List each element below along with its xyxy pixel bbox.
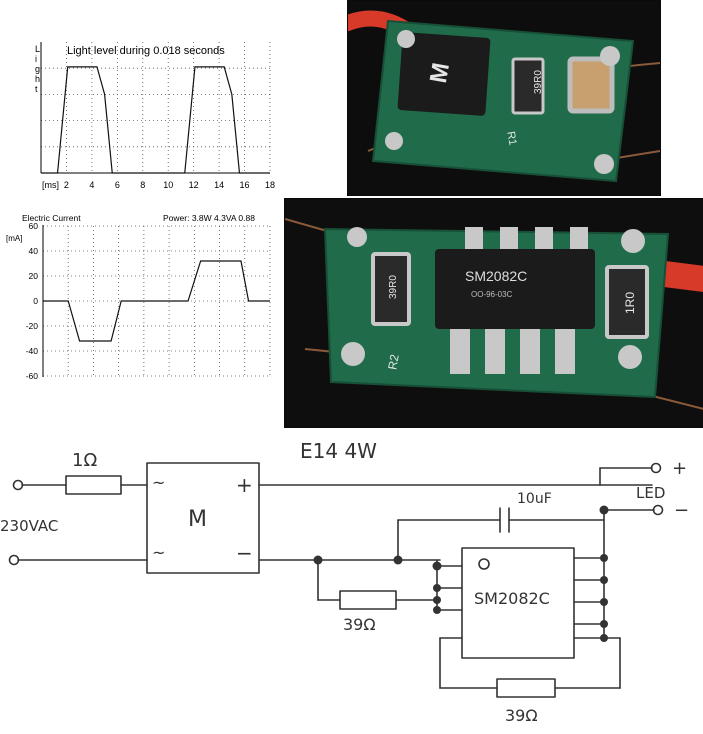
junction-dots: [313, 505, 609, 642]
ic-pin1-marker: [478, 558, 490, 570]
source-label: 230VAC: [0, 517, 58, 535]
current-y-tick-label: 60: [29, 221, 39, 231]
light-x-tick-label: 18: [265, 180, 275, 190]
ic-chip-sub: OO-96-03C: [471, 290, 513, 299]
current-y-tick-label: -60: [26, 371, 39, 381]
light-x-tick-label: 8: [140, 180, 145, 190]
solder-pad: [621, 229, 645, 253]
sense-resistor-1-label: 39Ω: [343, 615, 376, 634]
resistor-r2-code: 39R0: [388, 275, 399, 299]
sense-resistor-1: [339, 590, 397, 610]
bridge-ac2-label: ~: [152, 543, 165, 562]
ic-chip-text: SM2082C: [465, 268, 527, 284]
light-x-tick-label: 6: [115, 180, 120, 190]
light-x-tick-label: 16: [240, 180, 250, 190]
input-resistor-label: 1Ω: [72, 450, 97, 471]
led-minus-terminal: [652, 504, 664, 516]
ic-pins-bottom: [450, 319, 575, 374]
led-plus-label: +: [672, 458, 687, 479]
light-y-label-letter: t: [35, 84, 38, 94]
light-x-unit: [ms]: [42, 180, 59, 190]
solder-pad: [594, 154, 614, 174]
current-chart-svg: Electric Current Power: 3.8W 4.3VA 0.88 …: [6, 213, 271, 381]
ic-sm2082c: [461, 547, 575, 659]
light-y-label-letter: L: [35, 44, 40, 54]
capacitor-label: 10uF: [517, 491, 552, 507]
led-label: LED: [636, 484, 665, 502]
light-y-label: Light: [35, 44, 40, 94]
bridge-chip: [397, 32, 491, 116]
bridge-label: M: [188, 507, 207, 532]
input-terminal-bottom: [8, 554, 20, 566]
bridge-chip-text: M: [425, 61, 455, 85]
sense-resistor-2: [496, 678, 556, 698]
solder-pad: [347, 227, 367, 247]
schematic-title: E14 4W: [300, 439, 377, 463]
led-minus-label: −: [674, 500, 689, 521]
resistor-r1: [511, 57, 545, 115]
label-r2: R2: [385, 353, 402, 371]
light-x-ticks: 2 4 6 8 10 12 14 16 18: [64, 180, 275, 190]
light-y-label-letter: g: [35, 64, 40, 74]
current-y-tick-label: -20: [26, 321, 39, 331]
light-x-tick-label: 4: [89, 180, 94, 190]
light-title: Light level during 0.018 seconds: [67, 45, 225, 57]
current-title: Electric Current: [22, 213, 81, 223]
solder-pad: [385, 132, 403, 150]
schematic-svg: E14 4W 1Ω 230VAC M + − ~ ~ 10uF LED + − …: [0, 439, 689, 725]
pcb-photo-bottom: SM2082C OO-96-03C 39R0 1R0 R2: [284, 198, 703, 428]
input-terminal-top: [12, 479, 24, 491]
light-x-tick-label: 12: [189, 180, 199, 190]
current-y-tick-label: -40: [26, 346, 39, 356]
current-y-tick-label: 0: [33, 296, 38, 306]
bridge-ac1-label: ~: [152, 473, 165, 492]
resistor-r2: [371, 252, 411, 326]
ic-chip: [435, 249, 595, 329]
light-series-line: [41, 66, 270, 174]
label-r1: R1: [504, 130, 518, 146]
light-y-label-letter: i: [35, 54, 37, 64]
light-chart-svg: Light level during 0.018 seconds Light […: [35, 42, 275, 190]
current-y-tick-label: 40: [29, 246, 39, 256]
light-x-tick-label: 2: [64, 180, 69, 190]
resistor-r3: [605, 265, 649, 339]
resistor-r1-code: 39R0: [533, 70, 544, 94]
solder-pad: [618, 345, 642, 369]
light-x-tick-label: 14: [214, 180, 224, 190]
capacitor-smd: [567, 56, 615, 114]
pcb-bottom-illustration: SM2082C OO-96-03C 39R0 1R0 R2: [285, 199, 703, 427]
current-grid: [43, 225, 271, 377]
led-plus-terminal: [650, 462, 662, 474]
input-resistor: [65, 475, 122, 495]
solder-pad: [397, 30, 415, 48]
bridge-rectifier: [146, 462, 260, 574]
current-y-unit: [mA]: [6, 234, 22, 243]
resistor-r3-code: 1R0: [623, 292, 637, 314]
current-series-line: [43, 260, 270, 342]
ic-pins-top: [465, 227, 588, 255]
pcb-top-illustration: M 39R0 R1: [348, 1, 660, 195]
current-y-tick-label: 20: [29, 271, 39, 281]
ic-label: SM2082C: [474, 589, 550, 608]
sense-resistor-2-label: 39Ω: [505, 706, 538, 725]
light-y-label-letter: h: [35, 74, 40, 84]
current-power-text: Power: 3.8W 4.3VA 0.88: [163, 213, 255, 223]
bridge-plus-label: +: [236, 473, 253, 497]
schematic: E14 4W 1Ω 230VAC M + − ~ ~ 10uF LED + − …: [0, 428, 703, 729]
bridge-minus-label: −: [236, 541, 253, 565]
light-x-tick-label: 10: [163, 180, 173, 190]
light-grid: [41, 42, 271, 173]
solder-pad: [600, 46, 620, 66]
solder-pad: [341, 342, 365, 366]
current-y-ticks: 60 40 20 0 -20 -40 -60: [26, 221, 39, 381]
pcb-photo-top: M 39R0 R1: [347, 0, 661, 196]
current-chart: Electric Current Power: 3.8W 4.3VA 0.88 …: [0, 205, 283, 385]
